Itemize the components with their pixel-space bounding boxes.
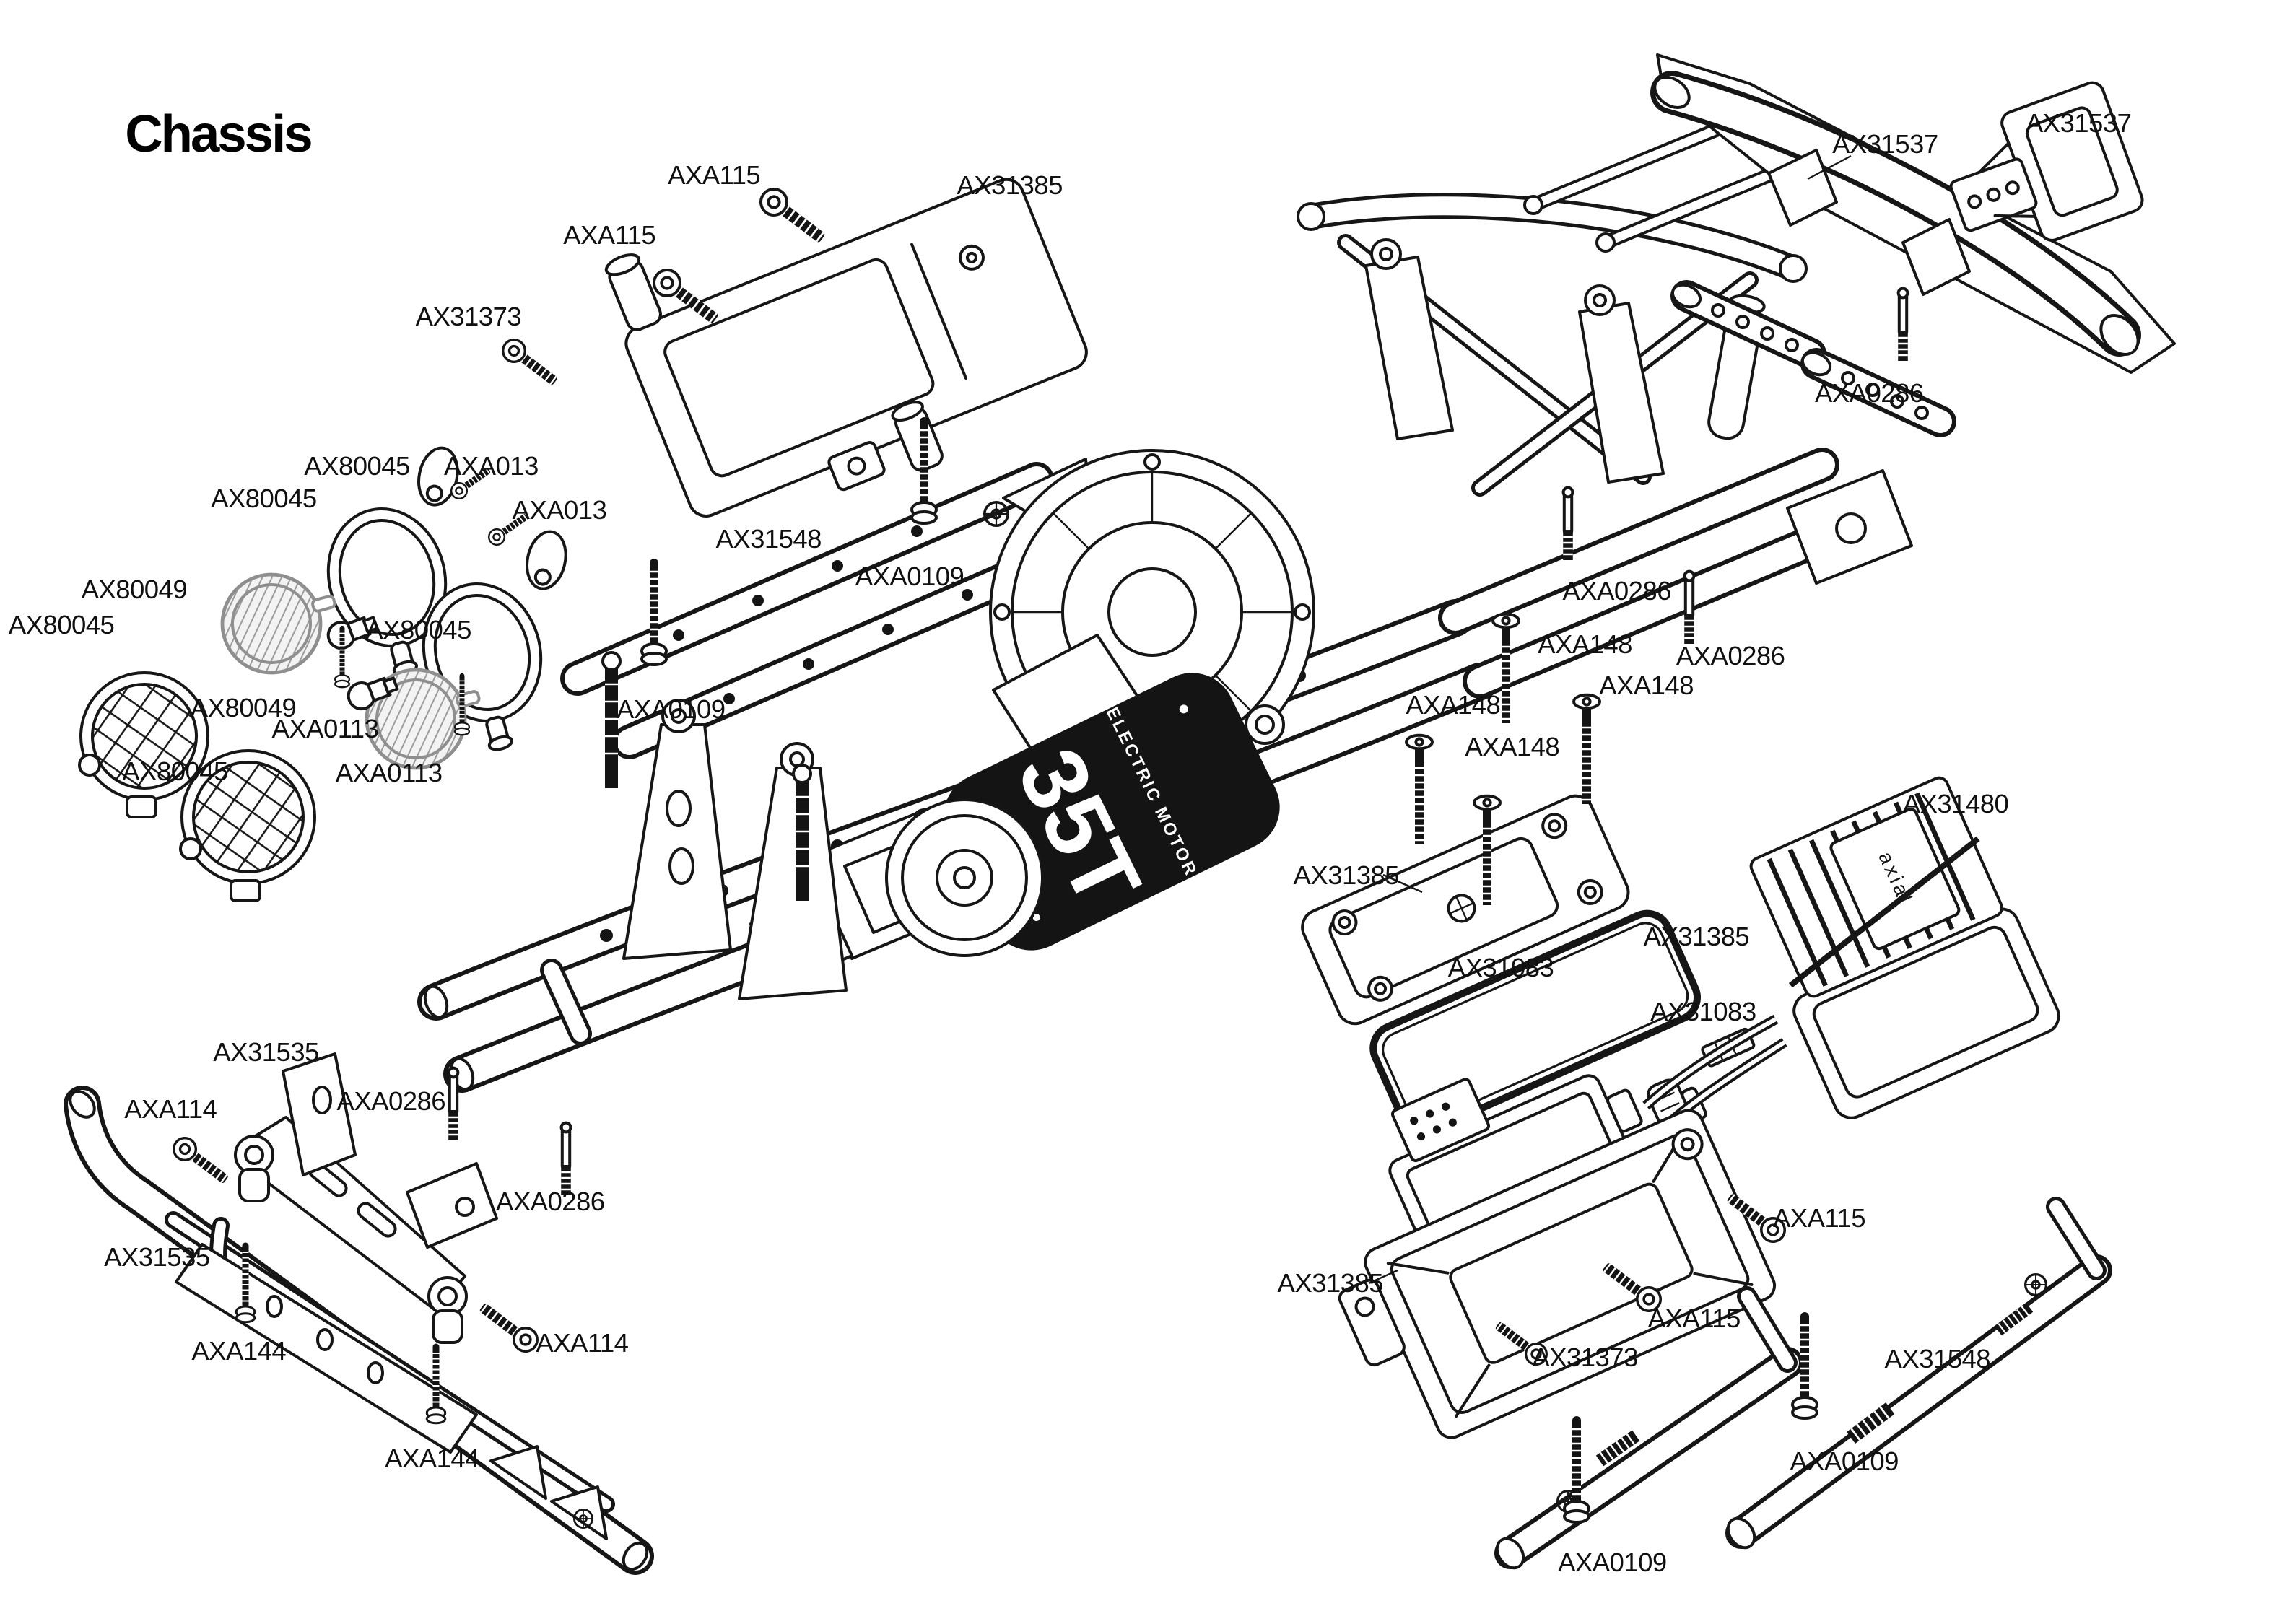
part-label-axa0286: AXA0286 <box>1562 576 1671 606</box>
light-bulb <box>347 676 399 711</box>
rear-bumper <box>1650 53 2176 437</box>
part-label-axa114: AXA114 <box>536 1327 629 1358</box>
part-label-ax80045: AX80045 <box>211 483 317 513</box>
part-label-axa148: AXA148 <box>1465 732 1560 761</box>
part-label-ax31083: AX31083 <box>1650 996 1756 1026</box>
light-bucket <box>326 507 448 676</box>
skid-rails <box>1494 1197 2112 1570</box>
part-label-ax80045: AX80045 <box>122 756 228 786</box>
esc-unit: axial <box>1749 776 2060 1119</box>
part-label-axa013: AXA013 <box>512 494 607 525</box>
part-label-axa0113: AXA0113 <box>271 714 379 744</box>
electronics-box <box>1338 1109 1777 1439</box>
part-label-ax31535: AX31535 <box>104 1241 210 1272</box>
part-label-ax31385: AX31385 <box>1643 922 1750 952</box>
light-bulb <box>326 616 379 650</box>
part-label-axa0286: AXA0286 <box>1676 641 1785 671</box>
part-label-ax31537: AX31537 <box>2025 108 2132 138</box>
light-lens <box>220 572 336 675</box>
diagram-artwork: AXIAL <box>64 53 2176 1575</box>
part-label-ax31385: AX31385 <box>1277 1267 1384 1298</box>
part-label-axa148: AXA148 <box>1538 629 1632 660</box>
part-label-axa115: AXA115 <box>1772 1202 1866 1233</box>
light-bucket-grille <box>179 749 316 902</box>
light-bucket-grille <box>78 671 209 818</box>
part-label-axa0109: AXA0109 <box>616 694 726 725</box>
part-label-ax80049: AX80049 <box>190 693 297 722</box>
part-label-ax80045: AX80045 <box>8 610 115 640</box>
part-label-axa144: AXA144 <box>385 1443 479 1473</box>
part-label-axa0109: AXA0109 <box>855 561 964 591</box>
part-label-ax31373: AX31373 <box>1532 1343 1638 1372</box>
part-label-axa115: AXA115 <box>1647 1304 1741 1333</box>
hitch-mount <box>1949 81 2144 242</box>
part-label-axa148: AXA148 <box>1406 689 1501 720</box>
part-label-ax31535: AX31535 <box>213 1037 319 1067</box>
part-label-ax80045: AX80045 <box>304 450 410 481</box>
light-bracket <box>417 446 459 507</box>
part-label-axa115: AXA115 <box>563 220 656 250</box>
part-label-axa0286: AXA0286 <box>1815 377 1924 408</box>
part-label-axa013: AXA013 <box>444 450 539 481</box>
box-gasket <box>1369 909 1701 1136</box>
page-title: Chassis <box>125 105 313 163</box>
part-label-ax31548: AX31548 <box>715 524 822 554</box>
light-bracket <box>526 530 567 590</box>
part-label-axa144: AXA144 <box>191 1336 287 1366</box>
part-label-axa0113: AXA0113 <box>335 758 443 787</box>
receiver-box-lid <box>1301 794 1630 1026</box>
part-label-ax31373: AX31373 <box>415 301 522 331</box>
part-label-axa115: AXA115 <box>668 160 761 190</box>
part-label-ax31385: AX31385 <box>1293 860 1400 890</box>
part-label-ax31537: AX31537 <box>1832 129 1938 160</box>
part-label-ax31083: AX31083 <box>1447 953 1554 982</box>
battery-tray <box>604 178 1088 518</box>
part-label-axa0286: AXA0286 <box>496 1187 605 1216</box>
part-label-axa148: AXA148 <box>1599 670 1694 700</box>
part-label-ax80049: AX80049 <box>81 574 188 604</box>
body-post <box>601 651 622 788</box>
part-label-ax31480: AX31480 <box>1902 788 2009 818</box>
body-post <box>792 764 812 901</box>
part-label-ax31548: AX31548 <box>1884 1344 1991 1374</box>
light-buckets <box>78 446 567 902</box>
leader-lines <box>1368 154 1852 1285</box>
part-label-axa0109: AXA0109 <box>1790 1446 1899 1476</box>
part-label-ax31385: AX31385 <box>957 170 1063 200</box>
part-label-ax80045: AX80045 <box>365 615 471 645</box>
part-label-axa114: AXA114 <box>124 1093 217 1124</box>
motor-endbell <box>885 704 1285 957</box>
part-label-axa0286: AXA0286 <box>336 1086 446 1116</box>
part-label-axa0109: AXA0109 <box>1558 1547 1667 1577</box>
bumper-mount <box>234 1052 498 1344</box>
